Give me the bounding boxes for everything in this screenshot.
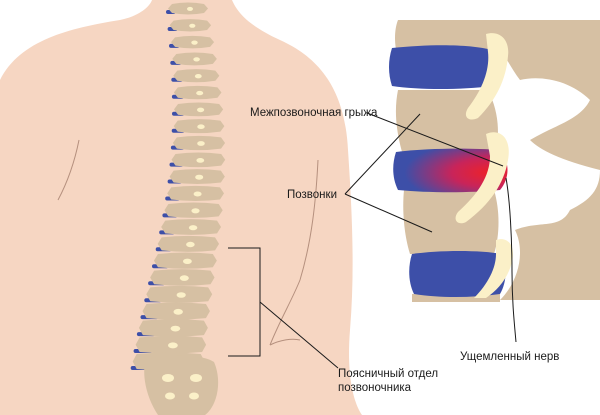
vertebra-highlight xyxy=(195,174,204,180)
leader-lines xyxy=(259,112,504,369)
vertebra-highlight xyxy=(183,258,192,264)
vertebra-highlight xyxy=(196,90,204,96)
vertebra-highlight xyxy=(191,208,200,214)
herniated-disc xyxy=(393,148,508,193)
vertebra-highlight xyxy=(170,325,181,332)
vertebra-highlight xyxy=(187,6,193,11)
vertebra-highlight xyxy=(189,23,196,28)
disc-lower xyxy=(409,251,506,297)
vertebra-highlight xyxy=(197,107,205,113)
vertebra-highlight xyxy=(173,308,183,315)
label-intervertebral-hernia: Межпозвоночная грыжа xyxy=(250,107,378,119)
vertebra-highlight xyxy=(186,241,195,248)
label-lumbar-spine: Поясничный отдел позвоночника xyxy=(338,367,438,395)
vertebra-highlight xyxy=(197,141,205,146)
label-pinched-nerve: Ущемленный нерв xyxy=(460,351,560,363)
vertebra-highlight xyxy=(179,275,189,281)
vertebrae-leader-upper xyxy=(344,113,421,195)
vertebra-highlight xyxy=(176,292,186,298)
disc-upper xyxy=(389,45,497,89)
label-lumbar-line1: Поясничный отдел xyxy=(338,368,439,380)
vertebra-highlight xyxy=(191,40,198,45)
vertebra-highlight xyxy=(197,124,205,129)
vertebra-highlight xyxy=(168,342,178,349)
spinal-column xyxy=(130,2,226,371)
zoomed-lumbar-section xyxy=(389,20,600,343)
sacrum xyxy=(144,355,219,415)
label-lumbar-line2: позвоночника xyxy=(338,382,412,394)
vertebra-highlight xyxy=(196,158,205,163)
vertebra-highlight xyxy=(188,225,198,231)
lumbar-leader xyxy=(259,301,339,369)
label-vertebrae: Позвонки xyxy=(287,189,337,201)
vertebrae-leader-lower xyxy=(344,193,433,233)
vertebra-highlight xyxy=(193,57,200,62)
vertebra-highlight xyxy=(193,191,202,197)
vertebra-highlight xyxy=(194,74,202,79)
hernia-leader xyxy=(366,112,504,167)
